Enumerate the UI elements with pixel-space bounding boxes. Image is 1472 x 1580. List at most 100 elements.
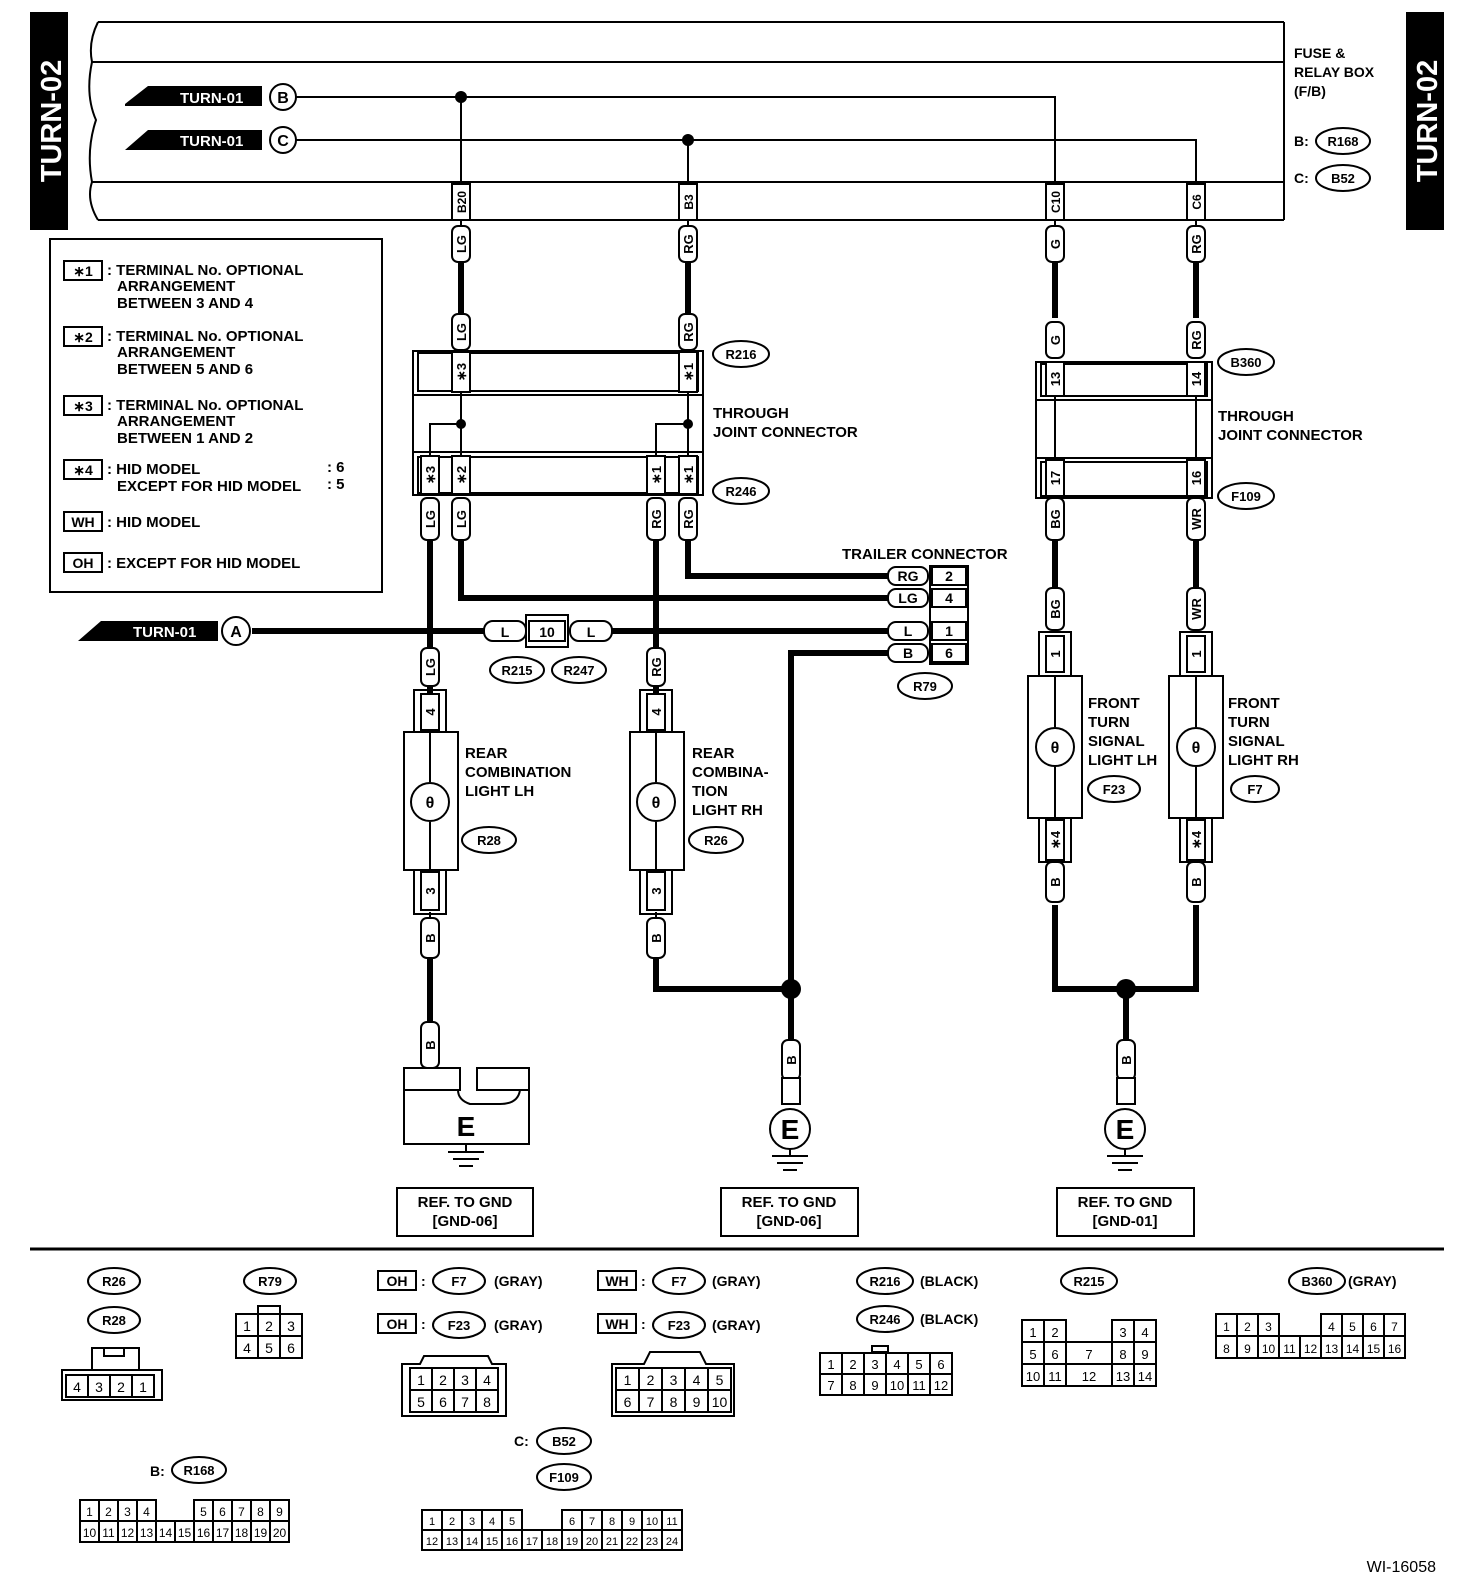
svg-text:LG: LG bbox=[454, 323, 469, 341]
wire-label-wr-1: WR bbox=[1186, 497, 1206, 541]
connector-pin-number: 7 bbox=[1085, 1347, 1092, 1362]
fuse-box-b-connector: R168 bbox=[1327, 134, 1358, 149]
joint-left-upper-id: R216 bbox=[725, 347, 756, 362]
legend-4-value-1: : 6 bbox=[327, 459, 345, 476]
svg-text:RG: RG bbox=[649, 657, 664, 677]
connector-pin-number: 3 bbox=[670, 1372, 678, 1388]
wire-label-lg-1: LG bbox=[451, 225, 471, 263]
joint-right-pin-13: 13 bbox=[1048, 372, 1063, 386]
connector-pin-number: 4 bbox=[489, 1516, 495, 1528]
rear-combination-light-rh: 4 θ 3 REAR COMBINA- TION LIGHT RH R26 bbox=[629, 689, 769, 918]
connector-pin-number: 7 bbox=[461, 1394, 469, 1410]
wire-label-lg-2: LG bbox=[451, 313, 471, 351]
connector-pin-number: 10 bbox=[646, 1516, 658, 1528]
connector-pin-number: 6 bbox=[569, 1516, 575, 1528]
connector-pin-number: 8 bbox=[670, 1394, 678, 1410]
connector-pin-number: 15 bbox=[178, 1526, 192, 1540]
wire-label-lg-3: LG bbox=[420, 497, 440, 541]
rear-rh-label-3: TION bbox=[692, 783, 728, 800]
joint-left-label-1: THROUGH bbox=[713, 405, 789, 422]
ground-1-gnd: [GND-06] bbox=[432, 1213, 497, 1230]
svg-text:6: 6 bbox=[945, 645, 953, 661]
connector-pin-number: 3 bbox=[1265, 1320, 1272, 1334]
legend: ∗1 : TERMINAL No. OPTIONAL ARRANGEMENT B… bbox=[49, 238, 383, 593]
wire-label-rg-7: RG bbox=[646, 647, 666, 687]
legend-1-line-1: : TERMINAL No. OPTIONAL bbox=[107, 262, 303, 279]
svg-text:WH: WH bbox=[605, 1273, 628, 1289]
fuse-box-title-3: (F/B) bbox=[1294, 83, 1326, 99]
svg-text:L: L bbox=[904, 623, 913, 639]
svg-text:LG: LG bbox=[898, 590, 918, 606]
connector-pin-number: 9 bbox=[1244, 1342, 1251, 1356]
connector-pin-number: 12 bbox=[121, 1526, 135, 1540]
turn-ref-a-label: TURN-01 bbox=[133, 624, 196, 641]
legend-2-line-2: ARRANGEMENT bbox=[117, 344, 235, 361]
svg-text:4: 4 bbox=[945, 590, 953, 606]
connector-pin-number: 8 bbox=[1223, 1342, 1230, 1356]
inline-id-1: R215 bbox=[501, 663, 532, 678]
connector-pin-number: 9 bbox=[1141, 1347, 1148, 1362]
front-rh-label-3: SIGNAL bbox=[1228, 733, 1285, 750]
joint-right-pin-17: 17 bbox=[1048, 471, 1063, 485]
connector-pin-number: 24 bbox=[666, 1536, 678, 1548]
legend-3-line-3: BETWEEN 1 AND 2 bbox=[117, 430, 253, 447]
legend-key-1: ∗1 bbox=[73, 263, 93, 279]
svg-text:(BLACK): (BLACK) bbox=[920, 1273, 978, 1289]
rear-lh-id: R28 bbox=[477, 833, 501, 848]
connector-pin-number: 9 bbox=[276, 1505, 283, 1519]
wire-label-lg-4: LG bbox=[451, 497, 471, 541]
wire-label-g-2: G bbox=[1045, 321, 1065, 359]
rear-lh-label-1: REAR bbox=[465, 745, 508, 762]
terminal-b20: B20 bbox=[455, 191, 469, 213]
wire-label-lg-5: LG bbox=[420, 647, 440, 687]
ground-2-ref: REF. TO GND bbox=[742, 1194, 837, 1211]
joint-left-pin-s1-lower-a: ∗1 bbox=[649, 466, 664, 484]
svg-text:R26: R26 bbox=[102, 1274, 126, 1289]
connector-pin-number: 11 bbox=[1048, 1369, 1062, 1384]
ground-3-ref: REF. TO GND bbox=[1078, 1194, 1173, 1211]
front-lh-label-3: SIGNAL bbox=[1088, 733, 1145, 750]
connector-pin-number: 8 bbox=[483, 1394, 491, 1410]
svg-text::: : bbox=[641, 1316, 646, 1332]
front-lh-label-1: FRONT bbox=[1088, 695, 1140, 712]
wire-label-bg-2: BG bbox=[1045, 587, 1065, 631]
rear-combination-light-lh: 4 θ 3 REAR COMBINATION LIGHT LH R28 bbox=[403, 689, 571, 918]
side-tab-right-label: TURN-02 bbox=[1412, 60, 1444, 182]
legend-2-line-3: BETWEEN 5 AND 6 bbox=[117, 361, 253, 378]
wire-labels: LG RG G RG LG RG G RG LG LG RG RG BG WR … bbox=[420, 225, 1206, 1081]
svg-text::: : bbox=[421, 1273, 426, 1289]
connector-pin-cell bbox=[475, 1389, 499, 1413]
connector-pin-number: 11 bbox=[912, 1378, 926, 1393]
connector-pin-number: 5 bbox=[265, 1340, 273, 1356]
connector-pin-number: 13 bbox=[1325, 1342, 1339, 1356]
svg-text:F7: F7 bbox=[451, 1274, 466, 1289]
connector-pin-number: 15 bbox=[486, 1536, 498, 1548]
svg-text::: : bbox=[421, 1316, 426, 1332]
connector-pin-number: 5 bbox=[1349, 1320, 1356, 1334]
svg-text:WR: WR bbox=[1189, 508, 1204, 530]
connector-pin-number: 6 bbox=[439, 1394, 447, 1410]
svg-text::: : bbox=[641, 1273, 646, 1289]
inline-connector: L 10 L R215 R247 bbox=[483, 614, 613, 684]
svg-text:RG: RG bbox=[681, 322, 696, 342]
ground-2: E REF. TO GND [GND-06] bbox=[720, 1077, 859, 1237]
svg-text:RG: RG bbox=[1189, 234, 1204, 254]
rear-rh-label-1: REAR bbox=[692, 745, 735, 762]
front-rh-bulb-icon: θ bbox=[1192, 740, 1201, 757]
legend-2-line-1: : TERMINAL No. OPTIONAL bbox=[107, 328, 303, 345]
svg-text:B52: B52 bbox=[552, 1434, 576, 1449]
svg-text:F23: F23 bbox=[448, 1318, 470, 1333]
wire-label-rg-1: RG bbox=[678, 225, 698, 263]
connector-pin-number: 4 bbox=[1141, 1325, 1148, 1340]
fuse-box-c-prefix: C: bbox=[1294, 170, 1309, 186]
connector-pin-number: 14 bbox=[1346, 1342, 1360, 1356]
connector-pin-number: 5 bbox=[1029, 1347, 1036, 1362]
connector-pin-number: 3 bbox=[871, 1357, 878, 1372]
legend-key-4: ∗4 bbox=[73, 462, 93, 478]
connector-pin-number: 12 bbox=[934, 1378, 948, 1393]
